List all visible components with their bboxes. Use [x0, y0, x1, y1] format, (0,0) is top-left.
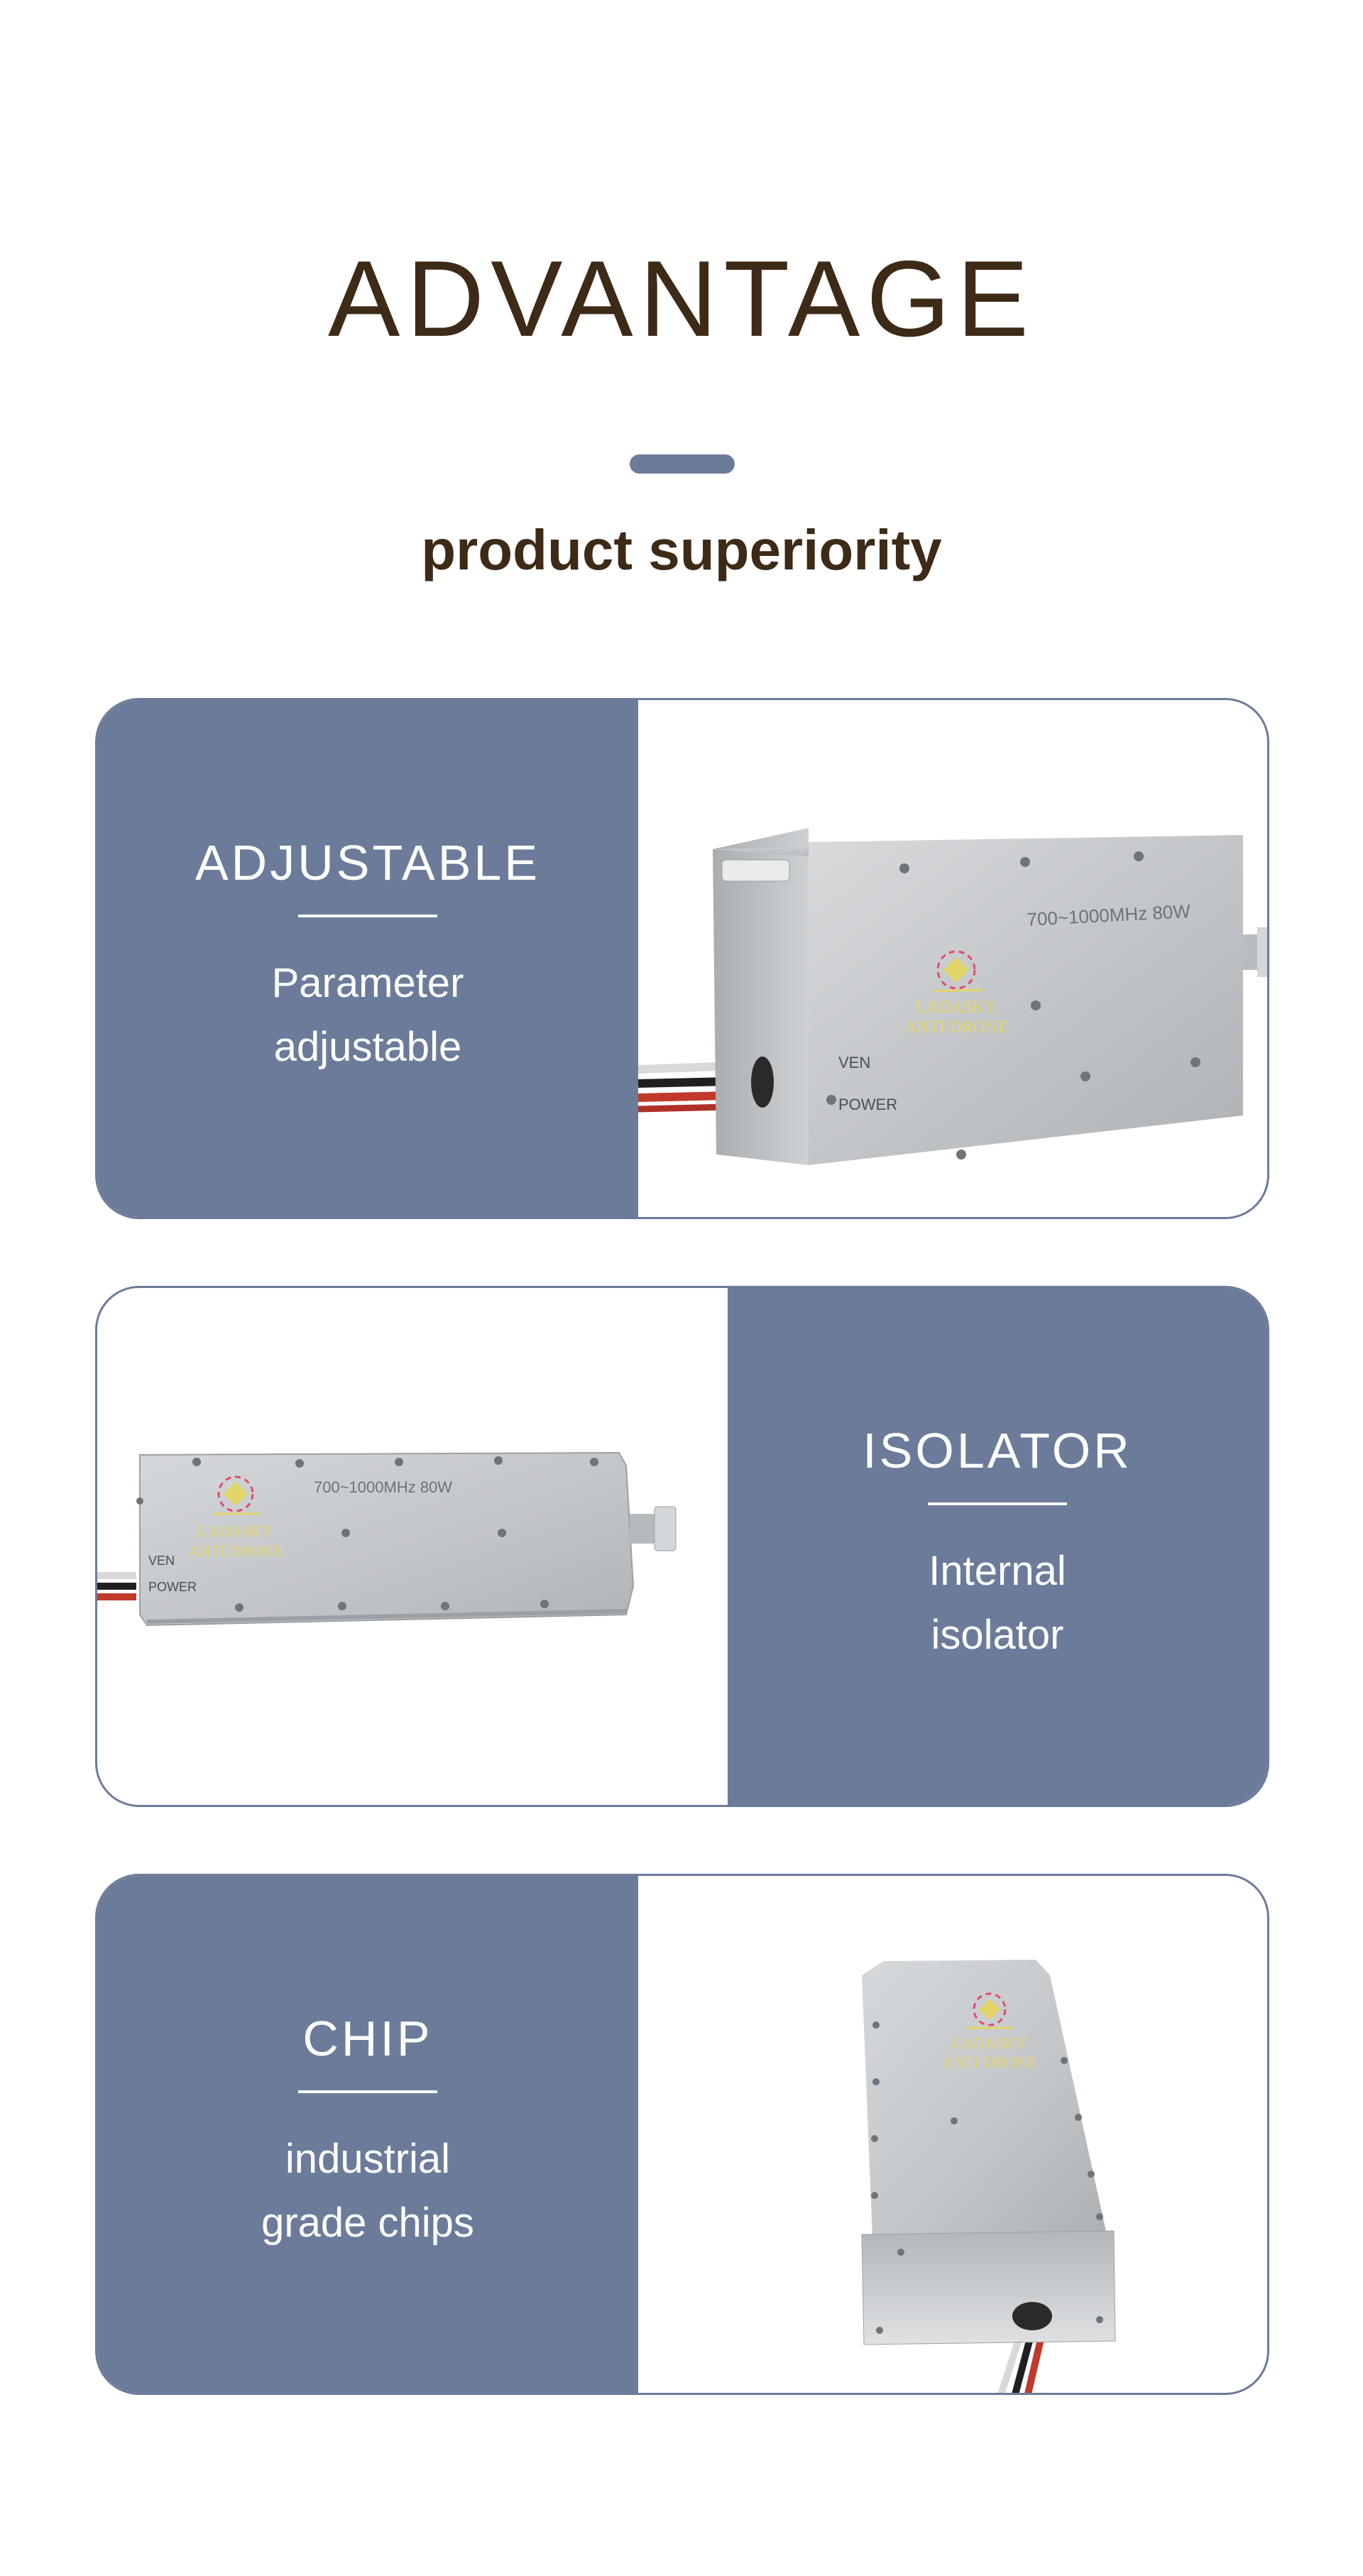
feature-divider	[298, 915, 437, 917]
product-image-amplifier-flat: 700~1000MHz 80W LADASKY ANTI DRONE VEN P…	[97, 1451, 677, 1627]
product-image-amplifier-vertical: LADASKY ANTI DRONE	[861, 1960, 1116, 2393]
product-brand-line2: ANTI DRONE	[942, 2053, 1037, 2071]
product-brand-line1: LADASKY	[952, 2034, 1027, 2052]
product-ven-label: VEN	[838, 1054, 870, 1071]
product-power-label: POWER	[838, 1096, 897, 1113]
feature-panel: ISOLATOR Internal isolator	[728, 1288, 1267, 1805]
product-brand-line1: LADASKY	[916, 998, 997, 1017]
product-ven-label: VEN	[148, 1554, 175, 1568]
product-brand-line1: LADASKY	[198, 1522, 273, 1540]
feature-description: industrial grade chips	[261, 2136, 474, 2246]
product-image-amplifier-angled: 700~1000MHz 80W LADASKY ANTI DRONE VEN P…	[638, 828, 1267, 1165]
page-title: ADVANTAGE	[328, 239, 1035, 359]
feature-card-adjustable: ADJUSTABLE Parameter adjustable	[95, 698, 1269, 1219]
feature-description: Internal isolator	[929, 1548, 1066, 1658]
ladasky-logo-icon	[966, 1992, 1013, 2029]
feature-panel: ADJUSTABLE Parameter adjustable	[97, 700, 638, 1217]
feature-title: CHIP	[302, 2011, 433, 2066]
feature-divider	[928, 1502, 1067, 1505]
product-power-label: POWER	[148, 1580, 197, 1594]
feature-divider	[298, 2090, 437, 2093]
feature-title: ADJUSTABLE	[195, 835, 541, 890]
feature-card-isolator: 700~1000MHz 80W LADASKY ANTI DRONE VEN P…	[95, 1286, 1269, 1807]
page-subtitle: product superiority	[421, 518, 942, 582]
feature-card-chip: CHIP industrial grade chips	[95, 1874, 1269, 2395]
product-brand-line2: ANTI DRONE	[188, 1542, 283, 1560]
ladasky-logo-icon	[213, 1475, 259, 1515]
feature-title: ISOLATOR	[863, 1423, 1132, 1478]
feature-panel: CHIP industrial grade chips	[97, 1876, 638, 2393]
title-divider	[630, 454, 735, 474]
ladasky-logo-icon	[932, 950, 983, 993]
feature-description: Parameter adjustable	[271, 960, 464, 1070]
product-spec-label: 700~1000MHz 80W	[314, 1478, 452, 1496]
product-brand-line2: ANTI DRONE	[904, 1018, 1008, 1037]
